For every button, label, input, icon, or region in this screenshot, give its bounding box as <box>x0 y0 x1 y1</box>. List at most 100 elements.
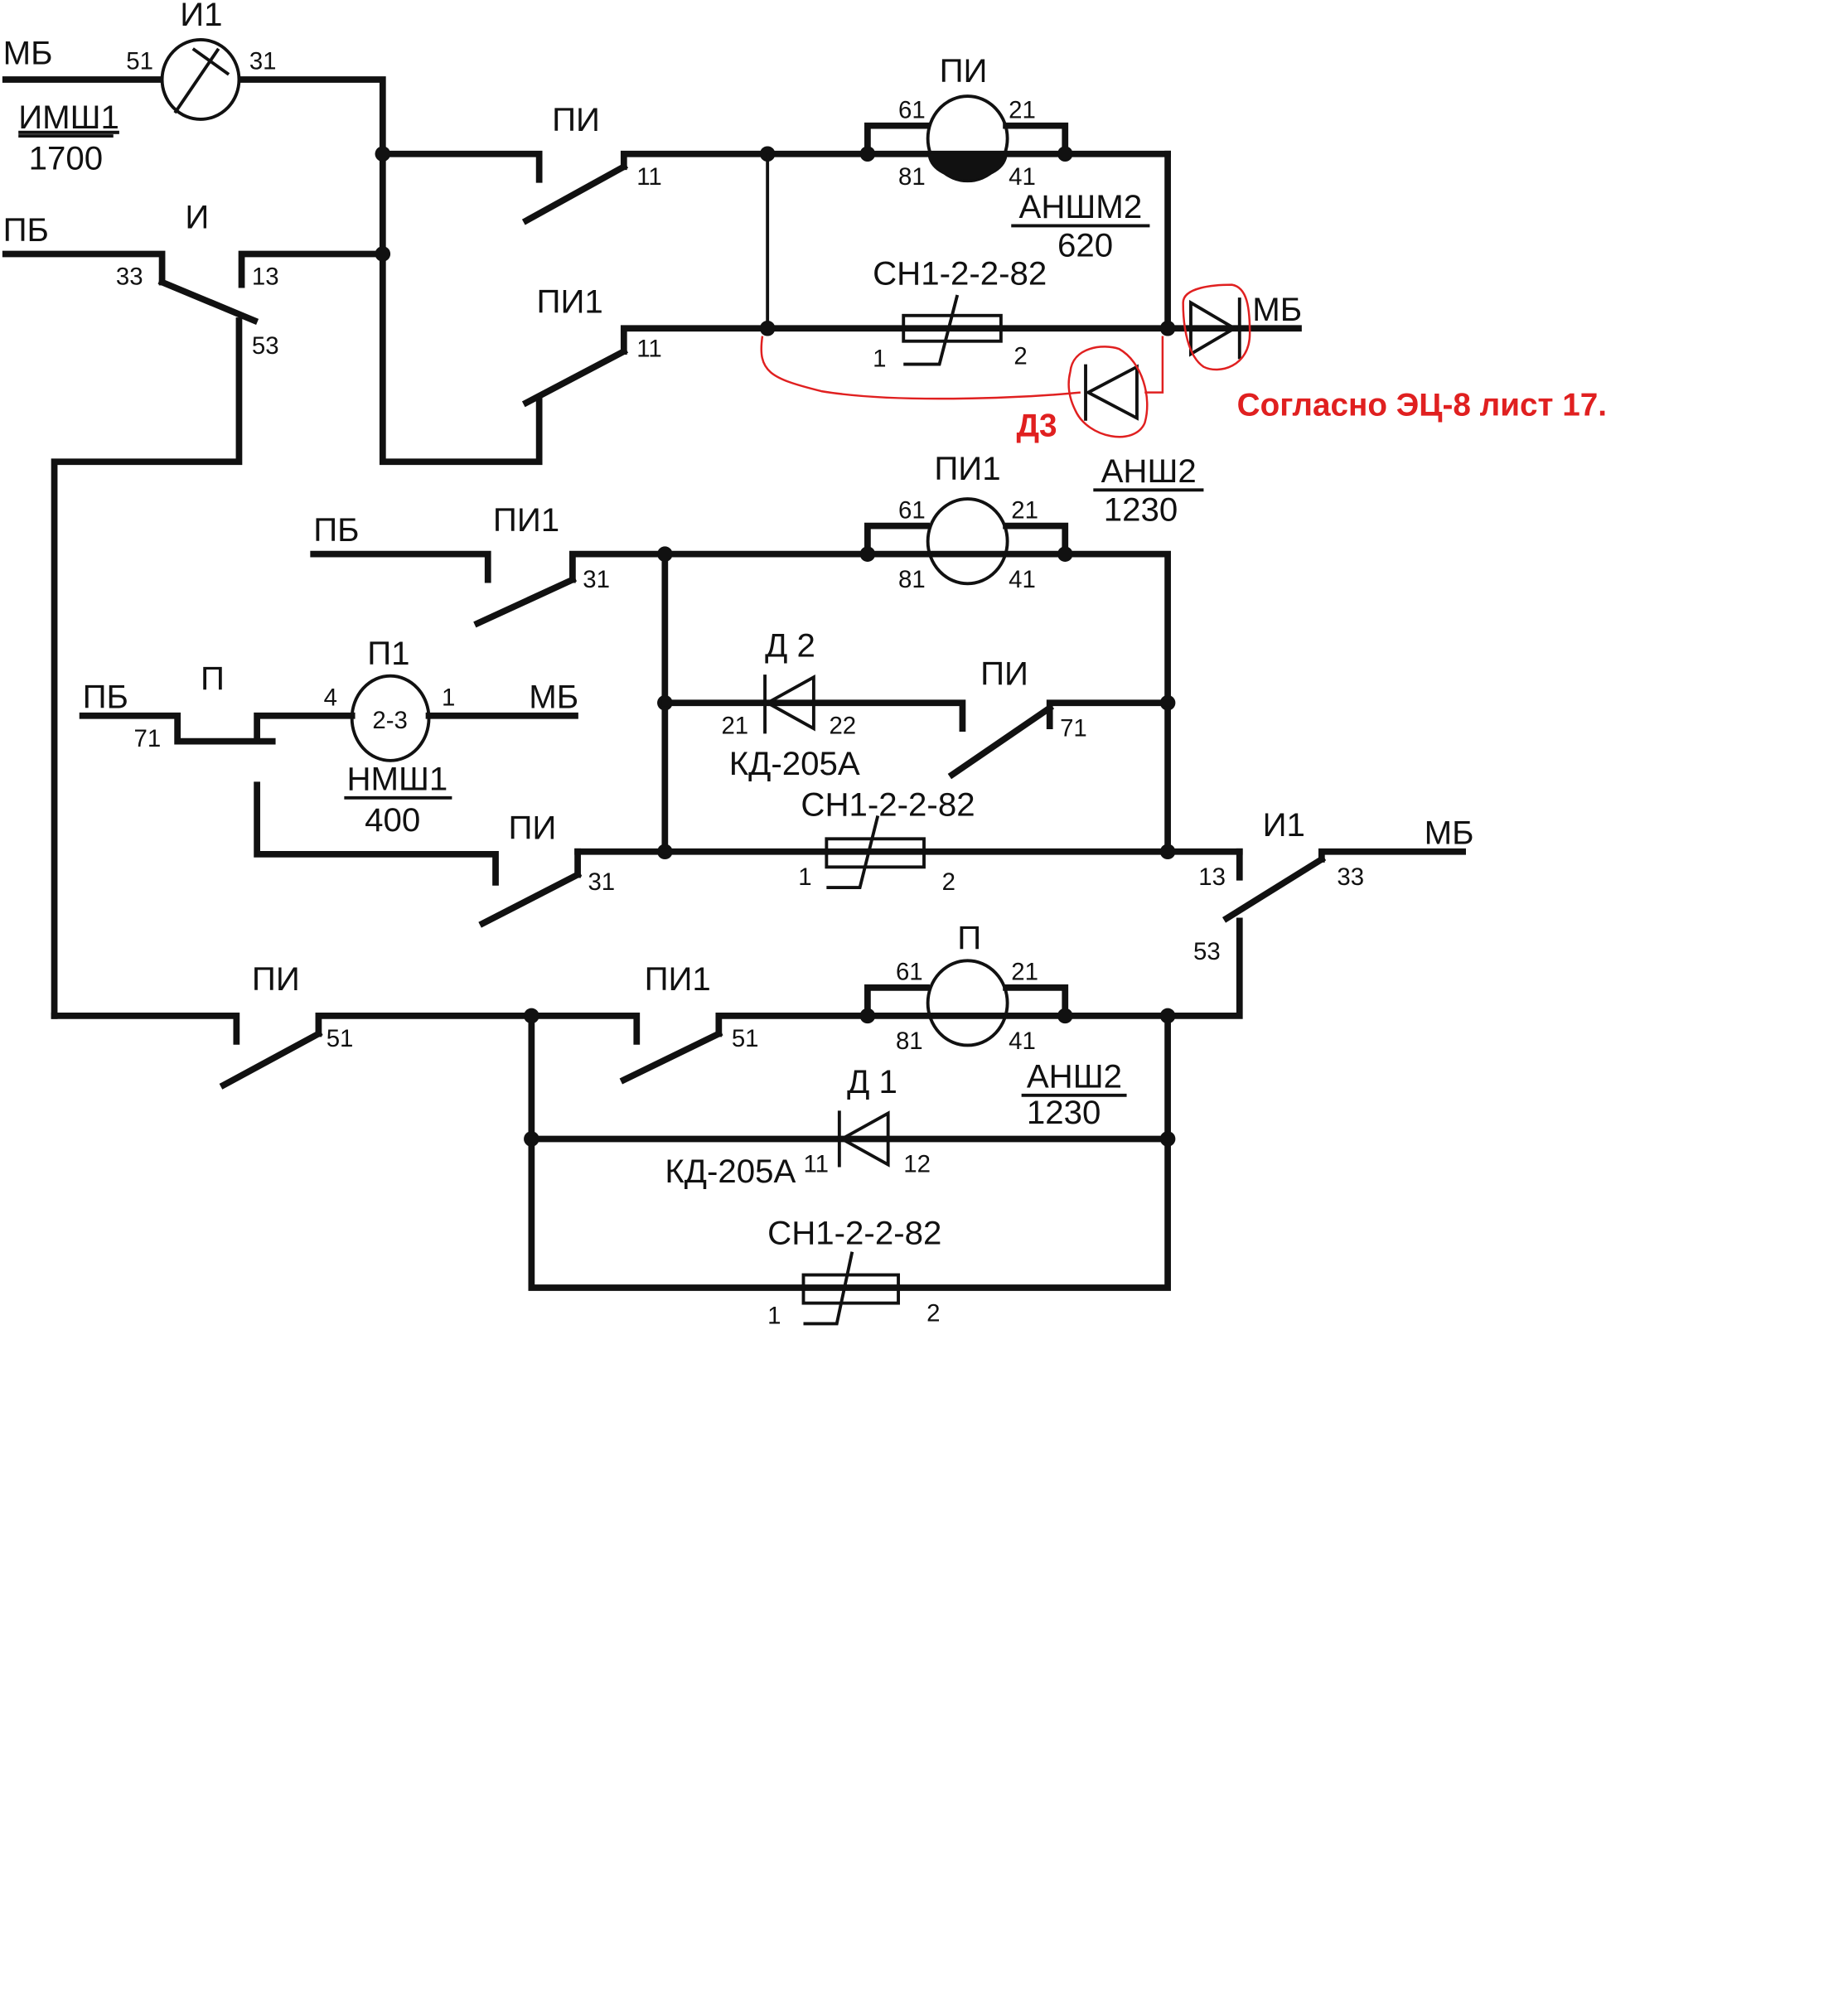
contact-blade <box>1222 854 1327 923</box>
wire <box>238 250 386 288</box>
contact-blade <box>947 704 1055 780</box>
relay-value: 1230 <box>1027 1094 1101 1131</box>
relay-coil-icon <box>926 959 1009 1047</box>
relay-name: П1 <box>367 635 409 672</box>
pin-21: 21 <box>1011 959 1038 986</box>
contact-blade <box>157 278 259 326</box>
bus-pb-label: ПБ <box>83 678 128 715</box>
pin-33: 33 <box>116 264 143 291</box>
junction <box>375 146 391 162</box>
relay-type: АНШ2 <box>1101 452 1197 490</box>
pin-81: 81 <box>898 566 926 593</box>
relay-name: ПИ <box>940 52 988 89</box>
pin-81: 81 <box>896 1028 923 1055</box>
relay-name: П <box>957 919 981 956</box>
wire <box>51 317 243 1019</box>
relay-value: 400 <box>365 801 420 839</box>
contact-name: ПИ1 <box>493 501 559 539</box>
contact-i: ПБ И 33 13 53 <box>2 199 391 1019</box>
resistor-model: СН1-2-2-82 <box>801 786 975 823</box>
pin-21: 21 <box>1009 96 1036 123</box>
diode-icon <box>1189 299 1238 357</box>
relay-type: АНШ2 <box>1027 1058 1122 1095</box>
pin-53: 53 <box>252 332 279 360</box>
relay-coil-icon <box>160 38 241 121</box>
wire <box>1164 917 1243 1019</box>
pin-4: 4 <box>324 684 337 711</box>
wire <box>1003 522 1069 558</box>
pin-12: 12 <box>903 1151 931 1178</box>
contact-pi-11: ПИ 11 <box>375 101 772 225</box>
pin-51: 51 <box>126 48 153 75</box>
relay-pi1-block: ПБ ПИ1 31 ПИ1 61 21 81 41 АНШ2 1230 Д 2 … <box>310 450 1243 896</box>
resistor-pin-1: 1 <box>798 863 811 891</box>
junction <box>859 546 876 562</box>
wire <box>254 781 499 886</box>
contact-name: И <box>185 199 209 236</box>
resistor-model: СН1-2-2-82 <box>873 255 1047 293</box>
pin-22: 22 <box>829 712 856 739</box>
relay-value: 1230 <box>1104 491 1178 528</box>
pin-33: 33 <box>1337 863 1364 891</box>
pin-41: 41 <box>1009 1028 1036 1055</box>
junction <box>524 1008 539 1024</box>
resistor-arrow <box>826 815 880 890</box>
relay-i1-value: 1700 <box>29 139 104 176</box>
junction <box>657 546 673 562</box>
pin-13: 13 <box>252 264 279 291</box>
contact-blade <box>521 162 629 225</box>
wire <box>2 250 166 286</box>
bus-mb-label: МБ <box>1252 291 1302 328</box>
pin-1: 1 <box>442 684 455 711</box>
relay-pi: ПИ 61 21 81 41 АНШМ2 620 СН1-2-2-82 1 2 … <box>759 52 1607 443</box>
contact-name: ПИ <box>508 809 556 846</box>
added-wire <box>1144 336 1164 394</box>
contact-blade <box>219 1029 323 1090</box>
relay-inner-label: 2-3 <box>372 707 407 734</box>
wire <box>51 1013 240 1045</box>
pin: 11 <box>636 335 662 362</box>
relay-coil-icon <box>926 497 1009 586</box>
relay-arrow-icon <box>191 47 230 76</box>
pin-61: 61 <box>898 96 926 123</box>
resistor-pin-2: 2 <box>926 1299 940 1327</box>
wire <box>528 1013 1171 1291</box>
wire <box>620 325 1171 355</box>
pin-61: 61 <box>896 959 923 986</box>
junction <box>859 1008 876 1024</box>
highlight-circle <box>1067 346 1149 438</box>
junction <box>1057 546 1073 562</box>
contact-i1: И1 13 33 МБ 53 <box>1164 806 1474 1019</box>
relay-p-block: ПИ 51 ПИ1 51 П 61 21 81 41 АНШ2 1230 Д 1… <box>51 919 1176 1329</box>
contact-name: ПИ1 <box>537 283 603 321</box>
contact-name: ПИ <box>980 655 1028 693</box>
pin: 31 <box>583 566 610 593</box>
resistor-pin-1: 1 <box>767 1302 781 1329</box>
bus-mb-label: МБ <box>529 678 578 715</box>
junction <box>859 146 876 162</box>
relay-mark-icon <box>927 153 1008 180</box>
junction <box>1057 146 1073 162</box>
junction <box>1159 320 1176 336</box>
wire <box>315 1013 641 1045</box>
pin: 71 <box>134 725 162 752</box>
relay-i1-type: ИМШ1 <box>18 99 119 136</box>
contact-blade <box>619 1029 723 1085</box>
pin: 31 <box>588 868 615 896</box>
resistor-pin-1: 1 <box>873 346 886 373</box>
resistor-pin-2: 2 <box>1013 343 1027 370</box>
resistor-arrow <box>803 1251 854 1326</box>
contact-blade <box>478 870 583 928</box>
pin-61: 61 <box>898 496 926 524</box>
wire <box>1046 699 1171 729</box>
contact-blade <box>473 575 578 628</box>
pin-31: 31 <box>249 48 277 75</box>
bus-mb-label: МБ <box>3 34 53 71</box>
wire <box>79 712 276 745</box>
relay-coil-icon <box>926 94 1009 183</box>
contact-blade <box>521 346 629 408</box>
relay-arrow-icon <box>173 47 220 114</box>
bus-pb-label: ПБ <box>3 211 49 249</box>
annotation-text: Согласно ЭЦ-8 лист 17. <box>1237 388 1607 423</box>
contact-name: ПИ <box>552 101 600 138</box>
